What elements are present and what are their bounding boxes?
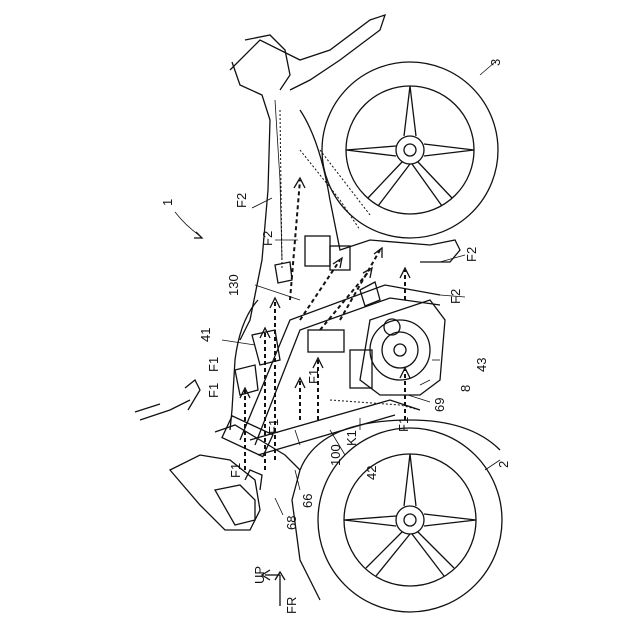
label-130: 130 <box>226 274 241 296</box>
label-69: 69 <box>432 398 447 412</box>
engine-unit <box>360 300 445 395</box>
front-cowl <box>170 455 262 530</box>
label-rear-wheel: 3 <box>488 59 503 66</box>
label-f1-d: F1 <box>306 369 321 384</box>
rear-cowl <box>230 15 385 90</box>
label-figure-number: 1 <box>160 199 175 206</box>
label-f1-f: F1 <box>228 463 243 478</box>
label-front-wheel: 2 <box>496 461 511 468</box>
label-f1-b: F1 <box>206 383 221 398</box>
label-f1-c: F1 <box>266 419 281 434</box>
label-f1-a: F1 <box>206 357 221 372</box>
label-k1: K1 <box>344 430 359 446</box>
label-41: 41 <box>198 328 213 342</box>
component-box-a <box>308 330 344 352</box>
label-8: 8 <box>458 385 473 392</box>
component-box-b <box>350 350 372 388</box>
label-up: UP <box>252 566 267 584</box>
label-fr: FR <box>284 597 299 614</box>
label-f2-mid: F2 <box>260 231 275 246</box>
rear-wheel <box>322 62 498 238</box>
label-f2-upper: F2 <box>234 193 249 208</box>
component-box-c <box>305 236 330 266</box>
label-f1-e: F1 <box>396 417 411 432</box>
label-f2-right-a: F2 <box>464 247 479 262</box>
label-42: 42 <box>364 466 379 480</box>
orientation-indicator: UP FR <box>252 566 299 614</box>
front-wheel <box>318 428 502 612</box>
label-f2-right-b: F2 <box>448 289 463 304</box>
label-43: 43 <box>474 358 489 372</box>
label-66: 66 <box>300 494 315 508</box>
label-100: 100 <box>328 444 343 466</box>
label-68: 68 <box>284 516 299 530</box>
